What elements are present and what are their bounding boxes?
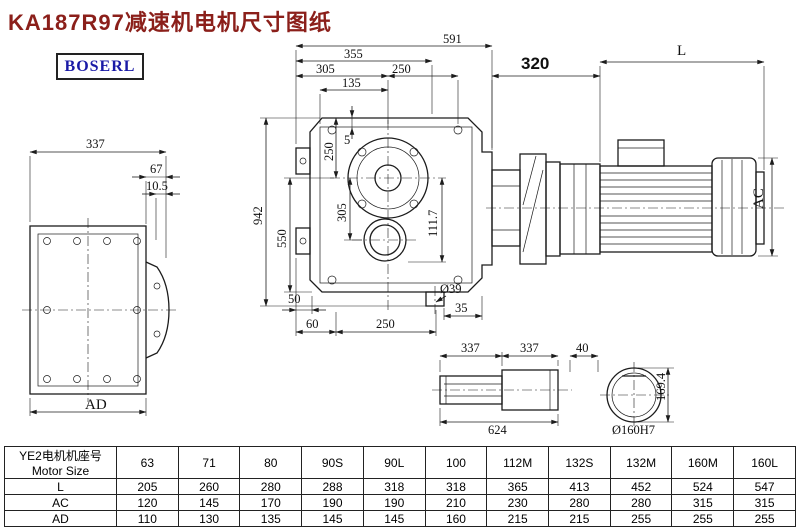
table-cell-AD-100: 160 [424,510,488,527]
dim-AC: AC [751,188,767,209]
table-cell-AD-63: 110 [116,510,179,527]
dim-250-bottom: 250 [376,317,395,331]
motor-drawing [486,59,786,265]
dim-337-shaft-a: 337 [461,341,480,355]
table-cell-AD-90S: 145 [301,510,364,527]
table-cell-AD-132M: 255 [609,510,673,527]
table-cell-L-160L: 547 [733,478,796,495]
table-cell-AD-80: 135 [239,510,303,527]
table-row-label-L: L [4,478,117,495]
dim-305-top: 305 [316,62,335,76]
dim-320: 320 [521,54,550,73]
dim-591: 591 [443,32,462,46]
dim-diameter-39: Ø39 [440,282,462,296]
table-col-header-90S: 90S [301,446,364,479]
dim-624: 624 [488,423,507,437]
dim-AD: AD [85,397,107,413]
table-cell-L-71: 260 [177,478,241,495]
dim-60: 60 [306,317,319,331]
table-cell-L-112M: 365 [486,478,550,495]
table-cell-AD-112M: 215 [486,510,550,527]
table-col-header-63: 63 [116,446,179,479]
table-col-header-160M: 160M [671,446,735,479]
page-title: KA187R97减速机电机尺寸图纸 [8,10,332,35]
table-cell-L-132S: 413 [548,478,611,495]
table-cell-AC-71: 145 [177,494,241,511]
dim-5: 5 [344,133,351,147]
bore-detail-drawing [600,362,674,430]
dim-50: 50 [288,292,301,306]
brand-logo-text: BOSERL [64,57,136,75]
table-col-header-90L: 90L [362,446,426,479]
dim-135: 135 [342,76,361,90]
table-cell-L-90S: 288 [301,478,364,495]
table-col-header-132S: 132S [548,446,611,479]
table-cell-AD-132S: 215 [548,510,611,527]
brand-logo: BOSERL [56,53,144,80]
table-cell-L-100: 318 [424,478,488,495]
table-cell-AD-160M: 255 [671,510,735,527]
table-col-header-71: 71 [177,446,241,479]
table-cell-AC-80: 170 [239,494,303,511]
dim-250-vertical: 250 [322,142,336,161]
table-row-label-AD: AD [4,510,117,527]
table-cell-AD-71: 130 [177,510,241,527]
drawing-canvas [22,43,786,430]
dim-10-5: 10.5 [146,179,168,193]
dim-250-top: 250 [392,62,411,76]
table-col-header-112M: 112M [486,446,550,479]
table-cell-AC-90S: 190 [301,494,364,511]
main-view-drawing [260,43,493,336]
table-col-header-80: 80 [239,446,303,479]
table-cell-AC-63: 120 [116,494,179,511]
table-col-header-100: 100 [424,446,488,479]
table-cell-L-132M: 452 [609,478,673,495]
dim-diameter-160h7: Ø160H7 [612,423,656,437]
dim-40: 40 [576,341,589,355]
table-cell-L-63: 205 [116,478,179,495]
dim-942: 942 [251,206,265,225]
dim-550: 550 [275,229,289,248]
dim-35: 35 [455,301,468,315]
table-cell-AC-160M: 315 [671,494,735,511]
dim-L: L [677,43,687,59]
table-cell-L-90L: 318 [362,478,426,495]
dim-169-4: 169.4 [654,372,668,401]
table-cell-AC-90L: 190 [362,494,426,511]
dim-355: 355 [344,47,363,61]
table-col-header-132M: 132M [609,446,673,479]
table-cell-AD-90L: 145 [362,510,426,527]
table-cell-AC-100: 210 [424,494,488,511]
table-cell-AC-132M: 280 [609,494,673,511]
table-row-label-AC: AC [4,494,117,511]
dim-305-vertical: 305 [335,203,349,222]
table-cell-AD-160L: 255 [733,510,796,527]
table-cell-AC-132S: 280 [548,494,611,511]
table-cell-AC-112M: 230 [486,494,550,511]
table-cell-AC-160L: 315 [733,494,796,511]
dim-337-shaft-b: 337 [520,341,539,355]
dim-67: 67 [150,162,163,176]
table-col-header-160L: 160L [733,446,796,479]
table-cell-L-80: 280 [239,478,303,495]
shaft-detail-drawing [432,352,599,426]
dim-111-7: 111.7 [426,209,440,237]
table-cell-L-160M: 524 [671,478,735,495]
left-view-drawing [22,149,180,416]
dim-337-left-view: 337 [86,137,105,151]
